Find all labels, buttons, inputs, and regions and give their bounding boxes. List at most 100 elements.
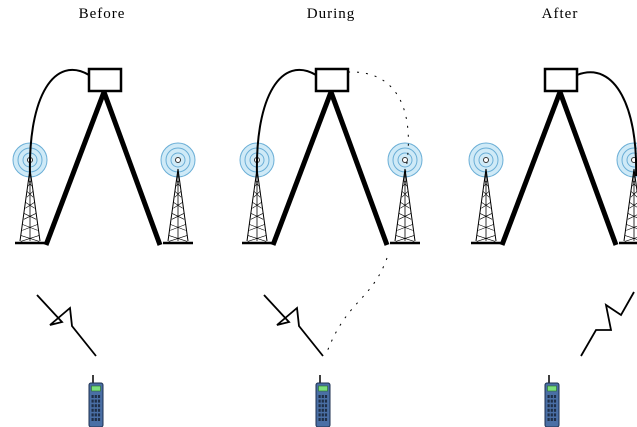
- phone-key: [321, 395, 324, 398]
- after-right-cell-tower-icon: [616, 142, 637, 245]
- tower-leg-left: [19, 168, 31, 242]
- active-signal-path: [255, 68, 317, 177]
- phone-screen: [91, 385, 101, 392]
- phone-key: [550, 413, 553, 417]
- panel-during: [239, 67, 423, 427]
- tower-leg-left: [246, 168, 258, 242]
- phone-key: [318, 418, 321, 421]
- phone-key: [547, 404, 550, 408]
- tower-brace: [624, 237, 637, 242]
- tower-brace: [176, 179, 180, 187]
- tower-brace: [479, 213, 493, 220]
- active-signal-path: [576, 71, 637, 177]
- pending-signal-path-lower: [326, 257, 388, 353]
- tower-brace: [173, 201, 183, 209]
- phone-key: [550, 418, 553, 421]
- backhaul-right-link: [557, 91, 619, 246]
- after-lightning-link-icon: [580, 291, 635, 357]
- tower-brace: [484, 179, 488, 187]
- phone-key: [550, 395, 553, 398]
- phone-key: [94, 418, 97, 421]
- tower-brace: [482, 190, 490, 198]
- tower-brace: [25, 201, 35, 209]
- before-base-station-controller-icon: [87, 67, 123, 93]
- antenna-inner-ring: [170, 152, 186, 168]
- phone-key: [553, 404, 557, 408]
- tower-brace: [253, 190, 261, 198]
- panel-label-before: Before: [78, 6, 126, 22]
- backhaul-left-link: [43, 91, 107, 246]
- tower-brace: [255, 179, 259, 187]
- phone-key: [553, 399, 557, 403]
- tower-brace: [630, 190, 637, 198]
- phone-key: [324, 418, 328, 421]
- phone-key: [550, 399, 553, 403]
- tower-brace: [249, 224, 265, 231]
- phone-key: [324, 413, 328, 417]
- tower-leg-right: [256, 168, 268, 242]
- phone-key: [91, 404, 94, 408]
- phone-key: [547, 399, 550, 403]
- phone-key: [547, 408, 550, 412]
- phone-key: [94, 404, 97, 408]
- phone-key: [318, 395, 321, 398]
- after-base-station-controller-icon: [543, 67, 579, 93]
- tower-brace: [629, 202, 637, 209]
- phone-key: [321, 413, 324, 417]
- tower-leg-left: [475, 168, 487, 242]
- phone-key: [550, 404, 553, 408]
- antenna-core: [402, 157, 408, 163]
- tower-leg-right: [485, 168, 497, 242]
- phone-key: [97, 399, 101, 403]
- tower-brace: [626, 225, 637, 231]
- phone-key: [324, 395, 328, 398]
- tower-leg-right: [633, 168, 637, 195]
- phone-key: [91, 408, 94, 412]
- active-signal-path: [28, 68, 90, 177]
- tower-brace: [174, 190, 182, 198]
- phone-screen: [547, 385, 557, 392]
- antenna-core: [483, 157, 489, 163]
- phone-screen: [318, 385, 328, 392]
- antenna-inner-ring: [397, 152, 413, 168]
- before-right-cell-tower-icon: [160, 142, 196, 245]
- phone-key: [97, 418, 101, 421]
- antenna-inner-ring: [626, 152, 637, 168]
- panel-before: [12, 67, 196, 427]
- phone-key: [318, 408, 321, 412]
- phone-key: [97, 413, 101, 417]
- phone-key: [94, 408, 97, 412]
- phone-key: [321, 404, 324, 408]
- tower-brace: [627, 214, 637, 220]
- tower-brace: [478, 224, 494, 231]
- backhaul-right-link: [101, 91, 163, 246]
- tower-leg-left: [623, 168, 635, 242]
- phone-key: [94, 399, 97, 403]
- phone-key: [324, 404, 328, 408]
- tower-brace: [170, 224, 186, 231]
- phone-key: [550, 408, 553, 412]
- phone-key: [547, 395, 550, 398]
- tower-brace: [28, 179, 32, 187]
- tower-brace: [397, 224, 413, 231]
- during-lightning-link-icon: [263, 294, 324, 357]
- phone-key: [321, 408, 324, 412]
- phone-key: [318, 404, 321, 408]
- phone-key: [553, 408, 557, 412]
- tower-brace: [476, 235, 496, 242]
- panel-label-during: During: [306, 6, 356, 22]
- tower-brace: [398, 213, 412, 220]
- phone-key: [547, 418, 550, 421]
- tower-brace: [252, 201, 262, 209]
- phone-key: [94, 395, 97, 398]
- tower-brace: [400, 201, 410, 209]
- phone-key: [553, 413, 557, 417]
- tower-brace: [26, 190, 34, 198]
- phone-key: [97, 408, 101, 412]
- tower-leg-right: [29, 168, 41, 242]
- tower-brace: [481, 201, 491, 209]
- tower-brace: [168, 235, 188, 242]
- phone-key: [94, 413, 97, 417]
- phone-key: [91, 418, 94, 421]
